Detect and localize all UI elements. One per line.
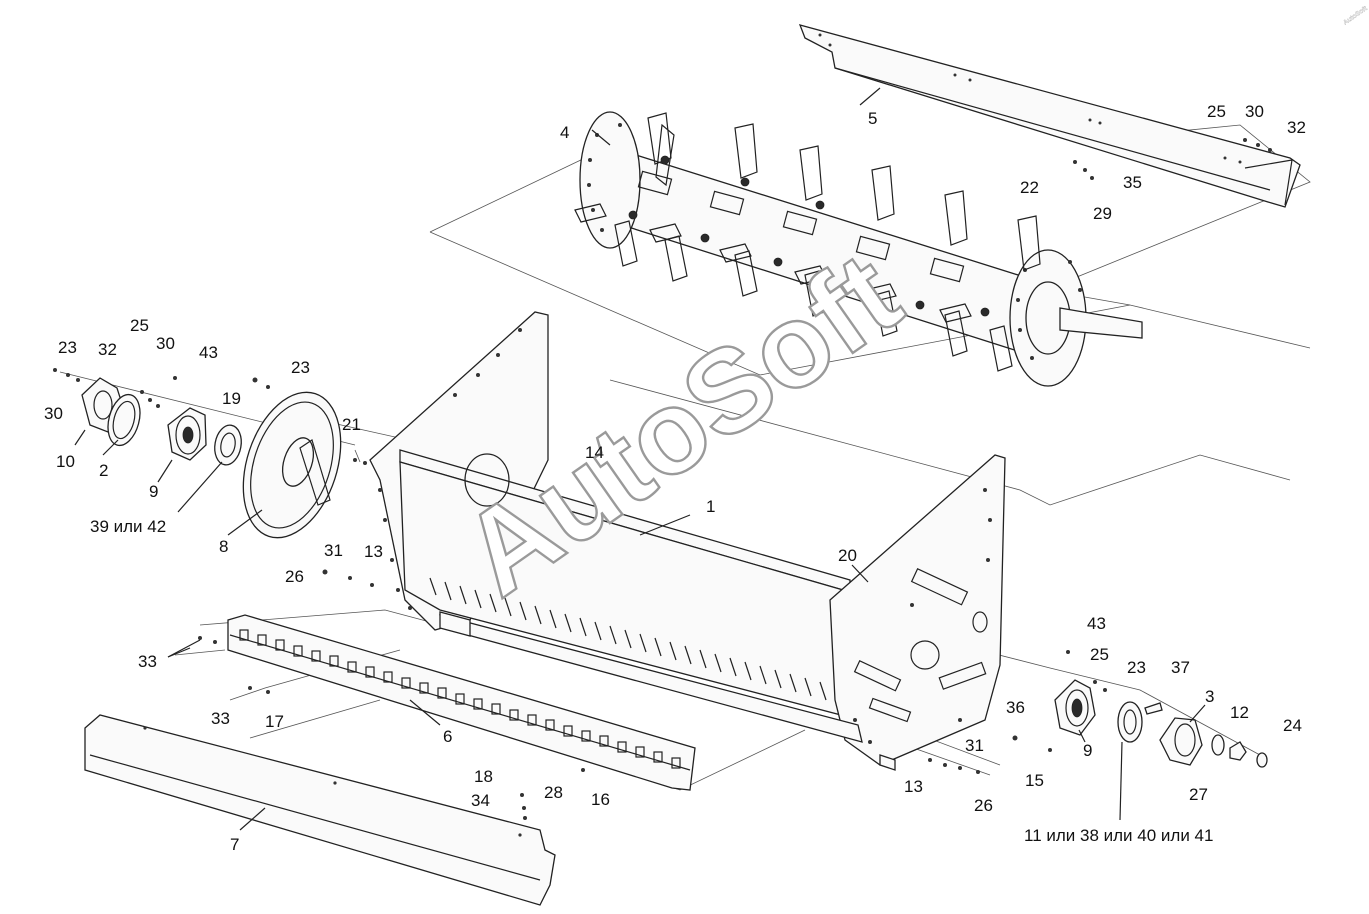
callout-23-right: 23 — [1127, 658, 1146, 677]
callout-24: 24 — [1283, 716, 1302, 735]
callout-36: 36 — [1006, 698, 1025, 717]
callout-31-right: 31 — [965, 736, 984, 755]
callout-7: 7 — [230, 835, 239, 854]
callout-19: 19 — [222, 389, 241, 408]
callout-33-upper: 33 — [138, 652, 157, 671]
watermark-secondary: AutoSoft — [1342, 5, 1369, 27]
callout-27: 27 — [1189, 785, 1208, 804]
leader-lines — [74, 87, 1206, 831]
callout-14: 14 — [585, 443, 604, 462]
callout-alternative-parts-right: 11 или 38 или 40 или 41 — [1024, 826, 1213, 845]
callout-4: 4 — [560, 123, 569, 142]
callout-16: 16 — [591, 790, 610, 809]
callout-8: 8 — [219, 537, 228, 556]
callout-37: 37 — [1171, 658, 1190, 677]
callout-3: 3 — [1205, 687, 1214, 706]
callout-5: 5 — [868, 109, 877, 128]
callout-35: 35 — [1123, 173, 1142, 192]
callout-30-left-upper: 30 — [156, 334, 175, 353]
left-bearing-group — [53, 368, 367, 466]
callout-29: 29 — [1093, 204, 1112, 223]
callout-1: 1 — [706, 497, 715, 516]
callout-43-left: 43 — [199, 343, 218, 362]
callout-13-right: 13 — [904, 777, 923, 796]
callout-25-right: 25 — [1090, 645, 1109, 664]
rotor-shaft-assembly — [574, 111, 1143, 387]
callout-23-top-left: 23 — [58, 338, 77, 357]
callout-9-left: 9 — [149, 482, 158, 501]
bottom-plate — [84, 714, 556, 906]
callout-32-top: 32 — [1287, 118, 1306, 137]
callout-13-left: 13 — [364, 542, 383, 561]
callout-33-lower: 33 — [211, 709, 230, 728]
callout-10: 10 — [56, 452, 75, 471]
callout-alternative-parts-left: 39 или 42 — [90, 517, 166, 536]
callout-15: 15 — [1025, 771, 1044, 790]
callout-26-left: 26 — [285, 567, 304, 586]
comb-bar — [227, 614, 696, 791]
callout-23-center: 23 — [291, 358, 310, 377]
callout-9-right: 9 — [1083, 741, 1092, 760]
callout-2: 2 — [99, 461, 108, 480]
callout-20: 20 — [838, 546, 857, 565]
callout-12: 12 — [1230, 703, 1249, 722]
callout-labels: 1 2 3 4 5 6 7 8 9 9 10 12 13 13 14 15 16… — [44, 102, 1306, 854]
callout-17: 17 — [265, 712, 284, 731]
left-end-disc — [242, 391, 342, 539]
callout-30-left-lower: 30 — [44, 404, 63, 423]
callout-6: 6 — [443, 727, 452, 746]
callout-30-top: 30 — [1245, 102, 1264, 121]
callout-22: 22 — [1020, 178, 1039, 197]
callout-43-right: 43 — [1087, 614, 1106, 633]
callout-25-top: 25 — [1207, 102, 1226, 121]
callout-28: 28 — [544, 783, 563, 802]
main-housing-frame — [369, 311, 1006, 771]
callout-21: 21 — [342, 415, 361, 434]
callout-34: 34 — [471, 791, 490, 810]
callout-26-right: 26 — [974, 796, 993, 815]
top-cover-plate — [798, 24, 1301, 208]
right-bearing-group — [198, 138, 1272, 820]
callout-32-left: 32 — [98, 340, 117, 359]
callout-18: 18 — [474, 767, 493, 786]
callout-31-left: 31 — [324, 541, 343, 560]
callout-25-left: 25 — [130, 316, 149, 335]
